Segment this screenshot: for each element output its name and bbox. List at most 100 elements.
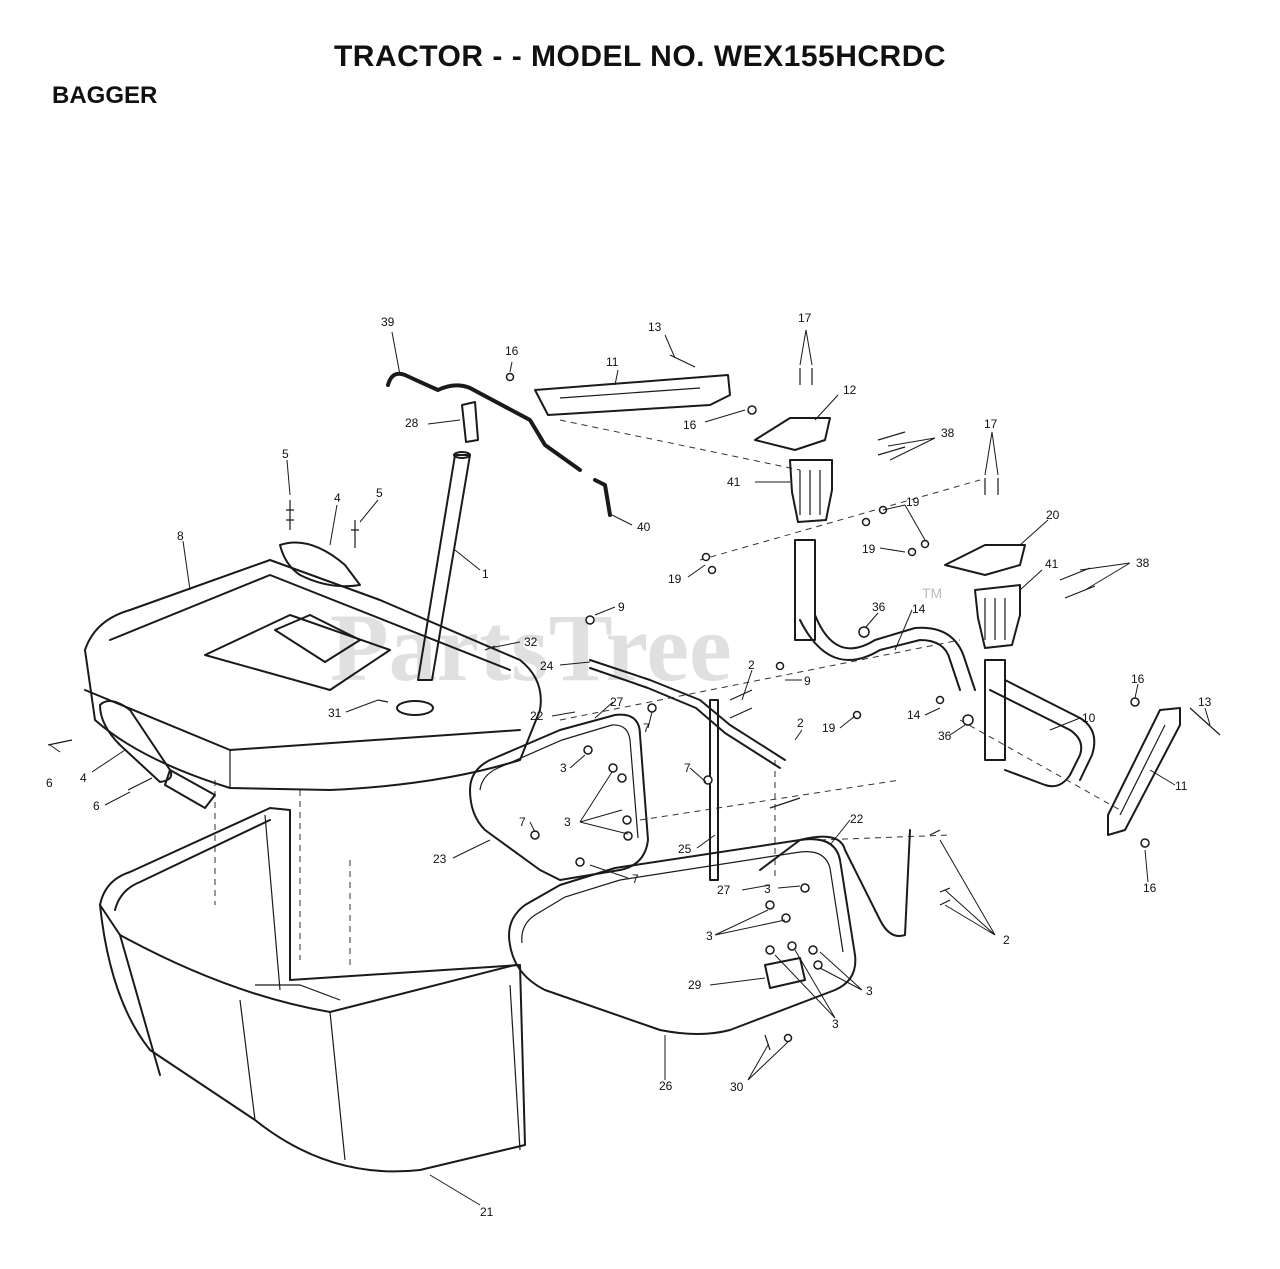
upright-tube-right	[984, 659, 1006, 761]
callout-9: 9	[804, 674, 811, 688]
bag-cover-part-8	[84, 559, 542, 791]
callout-27: 27	[717, 883, 731, 897]
callout-17: 17	[984, 417, 998, 431]
fasteners	[47, 354, 1221, 1051]
callout-7: 7	[632, 872, 639, 886]
callout-32: 32	[524, 635, 538, 649]
watermark-text: PartsTree	[330, 594, 732, 701]
callout-28: 28	[405, 416, 419, 430]
callout-13: 13	[1198, 695, 1212, 709]
bracket-part-12	[754, 417, 831, 451]
frame-part-26	[508, 838, 857, 1035]
callout-11: 11	[1175, 779, 1188, 793]
callout-3: 3	[706, 929, 713, 943]
callout-2: 2	[748, 658, 755, 672]
callout-22: 22	[850, 812, 864, 826]
upright-tube-left	[794, 539, 816, 641]
callout-16: 16	[505, 344, 519, 358]
callout-6: 6	[46, 776, 53, 790]
callout-3: 3	[564, 815, 571, 829]
section-title: BAGGER	[52, 82, 158, 109]
callout-5: 5	[282, 447, 289, 461]
frame-part-22	[759, 829, 911, 937]
frame-part-10	[989, 679, 1096, 788]
leader-lines	[49, 329, 1211, 1206]
handle-part-4-top	[279, 541, 361, 588]
callout-10: 10	[1082, 711, 1096, 725]
callout-3: 3	[764, 882, 771, 896]
grip-part-28	[461, 401, 479, 443]
callout-19: 19	[862, 542, 876, 556]
rod-part-24b	[589, 667, 781, 769]
callout-6: 6	[93, 799, 100, 813]
callout-2: 2	[797, 716, 804, 730]
mount-part-41-a	[789, 459, 833, 523]
watermark-tm: TM	[922, 585, 942, 601]
callout-8: 8	[177, 529, 184, 543]
page-title: TRACTOR - - MODEL NO. WEX155HCRDC	[333, 40, 947, 73]
callout-7: 7	[519, 815, 526, 829]
callout-25: 25	[678, 842, 692, 856]
callout-40: 40	[637, 520, 651, 534]
callout-36: 36	[938, 729, 952, 743]
callout-16: 16	[683, 418, 697, 432]
callout-4: 4	[80, 771, 87, 785]
handle-part-4-side	[99, 700, 173, 783]
rod-part-24	[589, 659, 786, 761]
callout-20: 20	[1046, 508, 1060, 522]
handle-bracket	[164, 769, 216, 809]
bracket-part-11-top	[534, 374, 731, 416]
frame-part-14	[799, 619, 961, 691]
plate-part-29	[764, 957, 806, 989]
mount-part-41-b	[974, 584, 1021, 649]
callout-4: 4	[334, 491, 341, 505]
frame-part-23	[469, 713, 649, 881]
callout-7: 7	[684, 761, 691, 775]
bracket-part-11-right	[1107, 707, 1181, 836]
callout-14: 14	[912, 602, 926, 616]
callout-9: 9	[618, 600, 625, 614]
callout-17: 17	[798, 311, 812, 325]
callout-1: 1	[482, 567, 489, 581]
callout-24: 24	[540, 659, 554, 673]
callout-11: 11	[606, 355, 619, 369]
callout-29: 29	[688, 978, 702, 992]
callout-5: 5	[376, 486, 383, 500]
callout-3: 3	[832, 1017, 839, 1031]
callout-22: 22	[530, 709, 544, 723]
callout-31: 31	[328, 706, 342, 720]
callout-13: 13	[648, 320, 662, 334]
alignment-lines	[214, 419, 1121, 965]
cable-part-39	[386, 371, 582, 472]
callout-14: 14	[907, 708, 921, 722]
callout-19: 19	[668, 572, 682, 586]
callout-41: 41	[1045, 557, 1059, 571]
callout-38: 38	[941, 426, 955, 440]
brace-part-25	[709, 699, 719, 881]
callout-19: 19	[822, 721, 836, 735]
callout-21: 21	[480, 1205, 494, 1219]
callout-41: 41	[727, 475, 741, 489]
callout-23: 23	[433, 852, 447, 866]
callout-16: 16	[1131, 672, 1145, 686]
callout-26: 26	[659, 1079, 673, 1093]
callout-36: 36	[872, 600, 886, 614]
frame-part-14-inner	[814, 614, 976, 691]
callout-30: 30	[730, 1080, 744, 1094]
callout-16: 16	[1143, 881, 1157, 895]
cable-end-part-40	[593, 478, 612, 517]
callout-3: 3	[560, 761, 567, 775]
callout-7: 7	[643, 721, 650, 735]
callout-3: 3	[866, 984, 873, 998]
tube-part-1	[417, 451, 471, 681]
callout-38: 38	[1136, 556, 1150, 570]
callout-12: 12	[843, 383, 857, 397]
bag-part-21	[99, 807, 526, 1173]
callout-labels: 39 13 16 11 17 12 28 16 38 17 41 5 4 5 1…	[46, 311, 1212, 1219]
callout-39: 39	[381, 315, 395, 329]
callout-27: 27	[610, 695, 624, 709]
bracket-part-20	[944, 544, 1026, 576]
callout-19: 19	[906, 495, 920, 509]
callout-2: 2	[1003, 933, 1010, 947]
